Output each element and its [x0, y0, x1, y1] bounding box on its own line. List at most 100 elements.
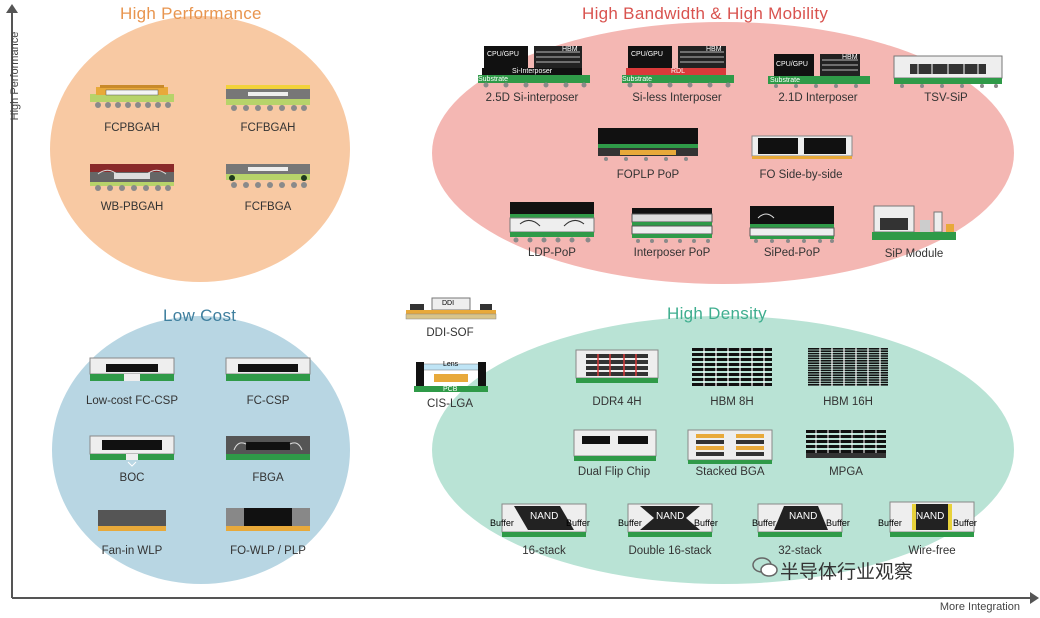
dual-flip-chip-package: [573, 429, 657, 461]
dual-flip-chip-label: Dual Flip Chip: [577, 466, 651, 478]
boc-package: [89, 435, 175, 467]
y-axis: [11, 10, 13, 598]
cis-lga-label: CIS-LGA: [426, 398, 474, 410]
hbm-8h-label: HBM 8H: [710, 396, 754, 408]
nand-16-stack-label: 16-stack: [522, 545, 566, 557]
sip-module-package: [872, 205, 956, 240]
chip-text-hbm: HBM: [562, 46, 578, 53]
chip-text-buffer: Buffer: [878, 518, 902, 528]
chip-text-hbm: HBM: [706, 46, 722, 53]
chip-text-buffer: Buffer: [566, 518, 590, 528]
chip-text-nand: NAND: [789, 511, 818, 522]
chip-text-substrate: Substrate: [622, 76, 652, 83]
high-performance-title: High Performance: [120, 4, 262, 23]
chip-text-buffer: Buffer: [618, 518, 642, 528]
stacked-bga-label: Stacked BGA: [695, 466, 765, 478]
x-axis-label: More Integration: [939, 601, 1020, 613]
hbm-16h-label: HBM 16H: [823, 396, 873, 408]
chip-text-buffer: Buffer: [953, 518, 977, 528]
high-bandwidth-title: High Bandwidth & High Mobility: [582, 4, 829, 23]
chip-text-nand: NAND: [530, 511, 559, 522]
y-axis-label: High Performance: [9, 31, 21, 121]
si-less-interposer-label: Si-less Interposer: [632, 92, 722, 104]
si-interposer-2-5d-label: 2.5D Si-interposer: [485, 92, 579, 104]
ldp-pop-package: [509, 202, 595, 243]
chip-text-rdl: RDL: [671, 68, 686, 75]
interposer-2-1d-label: 2.1D Interposer: [778, 92, 858, 104]
low-cost-fc-csp-label: Low-cost FC-CSP: [85, 395, 179, 407]
si-less-interposer-package: [622, 46, 734, 88]
si-interposer-2-5d-package: [478, 46, 590, 88]
hbm-16h-package: [808, 348, 888, 386]
low-cost-fc-csp-package: [89, 357, 175, 381]
cis-lga-package: [414, 362, 488, 392]
chip-text-ddi: DDI: [442, 300, 455, 307]
fo-wlp-plp-package: [226, 508, 310, 531]
chip-text-cpu-gpu: CPU/GPU: [631, 51, 663, 58]
fo-wlp-plp-label: FO-WLP / PLP: [230, 545, 306, 557]
interposer-pop-package: [631, 208, 713, 243]
chip-text-buffer: Buffer: [752, 518, 776, 528]
fc-csp-package: [225, 357, 311, 381]
boc-label: BOC: [119, 472, 145, 484]
wechat-icon: [752, 557, 778, 577]
chip-text-cpu-gpu: CPU/GPU: [776, 61, 808, 68]
chip-text-hbm: HBM: [842, 54, 858, 61]
hbm-8h-package: [692, 348, 772, 386]
ddr4-4h-package: [575, 349, 659, 383]
chip-text-pcb: PCB: [443, 386, 458, 393]
fcfbga-package: [226, 164, 310, 188]
nand-32-stack-package: [757, 503, 843, 537]
foplp-pop-label: FOPLP PoP: [616, 169, 680, 181]
ddi-sof-package: [405, 297, 497, 320]
fcpbgah-label: FCPBGAH: [104, 122, 160, 134]
siped-pop-package: [749, 206, 835, 243]
nand-double-16-stack-package: [627, 503, 713, 537]
x-axis-arrow: [1030, 592, 1039, 604]
chip-text-nand: NAND: [916, 511, 945, 522]
fan-in-wlp-package: [98, 510, 166, 531]
fbga-package: [226, 436, 310, 460]
wb-pbgah-label: WB-PBGAH: [100, 201, 164, 213]
fcfbga-label: FCFBGA: [244, 201, 292, 213]
chip-text-substrate: Substrate: [770, 77, 800, 84]
fo-side-by-side-label: FO Side-by-side: [759, 169, 843, 181]
fo-side-by-side-package: [751, 135, 853, 159]
interposer-pop-label: Interposer PoP: [633, 247, 711, 259]
high-performance-region: [50, 16, 350, 282]
ldp-pop-label: LDP-PoP: [528, 247, 576, 259]
y-axis-arrow: [6, 4, 18, 13]
chip-text-buffer: Buffer: [694, 518, 718, 528]
mpga-package: [806, 430, 886, 458]
tsv-sip-label: TSV-SiP: [924, 92, 968, 104]
nand-32-stack-label: 32-stack: [778, 545, 822, 557]
wb-pbgah-package: [90, 164, 174, 191]
chip-text-cpu-gpu: CPU/GPU: [487, 51, 519, 58]
stacked-bga-package: [687, 429, 773, 464]
foplp-pop-package: [598, 128, 698, 161]
fbga-label: FBGA: [252, 472, 284, 484]
chip-text-substrate: Substrate: [478, 76, 508, 83]
ddi-sof-label: DDI-SOF: [426, 327, 474, 339]
fc-csp-label: FC-CSP: [246, 395, 290, 407]
chip-text-si-interposer: Si-Interposer: [512, 68, 553, 75]
fcfbgah-package: [226, 85, 310, 111]
fcfbgah-label: FCFBGAH: [240, 122, 296, 134]
fcpbgah-package: [90, 85, 174, 108]
ddr4-4h-label: DDR4 4H: [592, 396, 642, 408]
siped-pop-label: SiPed-PoP: [763, 247, 821, 259]
chip-text-nand: NAND: [656, 511, 685, 522]
tsv-sip-package: [893, 55, 1003, 88]
chip-text-lens: Lens: [443, 361, 459, 368]
low-cost-title: Low Cost: [163, 306, 237, 325]
mpga-label: MPGA: [829, 466, 863, 478]
high-density-title: High Density: [667, 304, 767, 323]
nand-double-16-stack-label: Double 16-stack: [628, 545, 712, 557]
x-axis: [12, 597, 1032, 599]
chip-text-buffer: Buffer: [490, 518, 514, 528]
nand-wire-free-package: [889, 501, 975, 537]
watermark-text: 半导体行业观察: [780, 562, 914, 583]
nand-wire-free-label: Wire-free: [908, 545, 956, 557]
fan-in-wlp-label: Fan-in WLP: [101, 545, 163, 557]
chip-text-buffer: Buffer: [826, 518, 850, 528]
